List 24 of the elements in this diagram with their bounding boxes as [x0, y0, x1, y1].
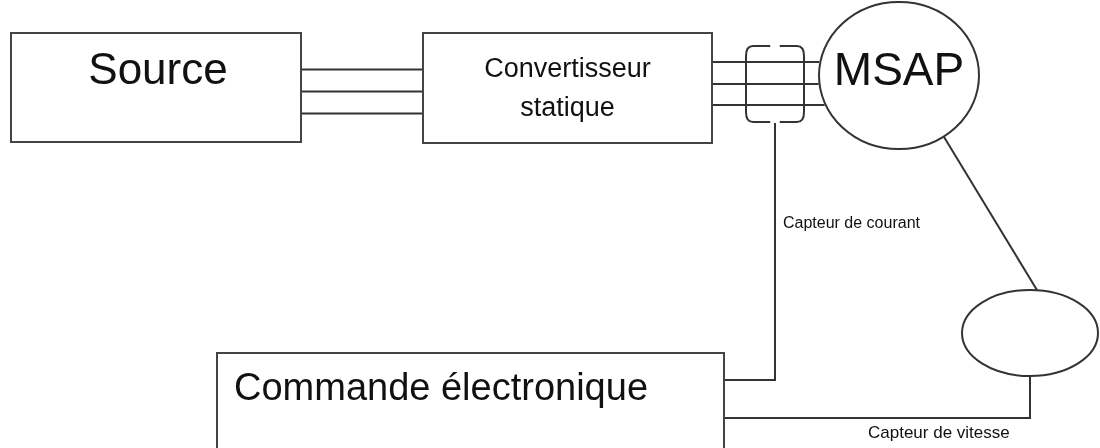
- process-box: [10, 32, 302, 143]
- node-label: Source: [87, 44, 229, 95]
- node-label: Convertisseur statique: [483, 52, 652, 125]
- edge-label: Capteur de courant: [781, 214, 922, 232]
- connector-line: [942, 135, 1039, 292]
- connector-line: [724, 122, 776, 381]
- process-box: [422, 32, 713, 144]
- connector-line: [301, 90, 423, 93]
- connector-line: [804, 104, 826, 106]
- speed-sensor-ellipse: [961, 289, 1099, 377]
- connector-line: [804, 61, 821, 63]
- edge-label: Capteur de vitesse: [866, 423, 1012, 443]
- current-sensor-drawing: [745, 45, 805, 123]
- connector-line: [301, 68, 423, 71]
- node-label: Commande électronique: [234, 366, 648, 410]
- connector-line: [712, 104, 746, 106]
- node-label: MSAP: [832, 43, 966, 96]
- connector-line: [724, 376, 1031, 419]
- motor-ellipse: [818, 1, 980, 150]
- process-box: [216, 352, 725, 448]
- connector-line: [712, 83, 746, 85]
- connector-line: [712, 61, 746, 63]
- connector-line: [804, 83, 820, 85]
- connector-line: [301, 112, 423, 115]
